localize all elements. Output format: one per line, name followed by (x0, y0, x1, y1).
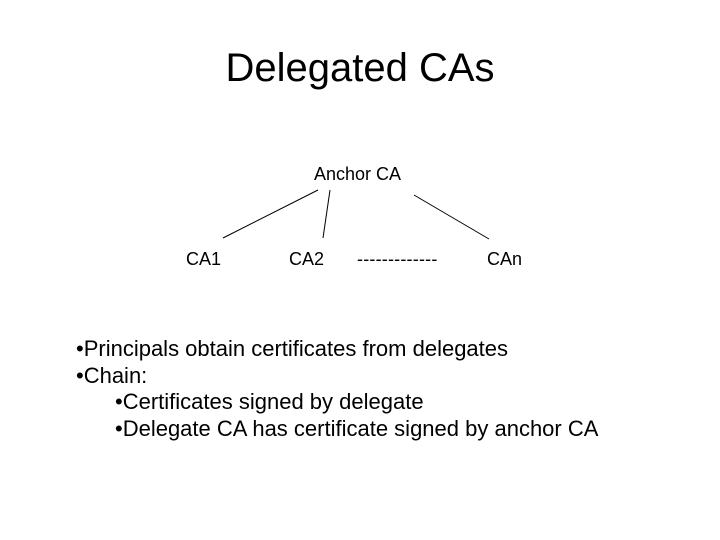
bullet-chain: •Chain: (76, 362, 148, 388)
bullet-delegate-ca: •Delegate CA has certificate signed by a… (115, 415, 599, 441)
anchor-ca-node: Anchor CA (314, 164, 402, 184)
connector-anchor-ca2 (322, 189, 331, 239)
can-node: CAn (487, 249, 523, 269)
bullet-principals: •Principals obtain certificates from del… (76, 336, 509, 361)
connector-anchor-ca1 (222, 189, 319, 239)
ca2-node: CA2 (289, 249, 325, 269)
connector-anchor-can (413, 194, 490, 240)
bullet-list: •Principals obtain certificates from del… (76, 336, 696, 442)
slide-title: Delegated CAs (225, 46, 495, 90)
ca1-node: CA1 (186, 249, 222, 269)
bullet-certificates-signed: •Certificates signed by delegate (115, 389, 424, 414)
ellipsis-node: ------------- (357, 249, 438, 269)
